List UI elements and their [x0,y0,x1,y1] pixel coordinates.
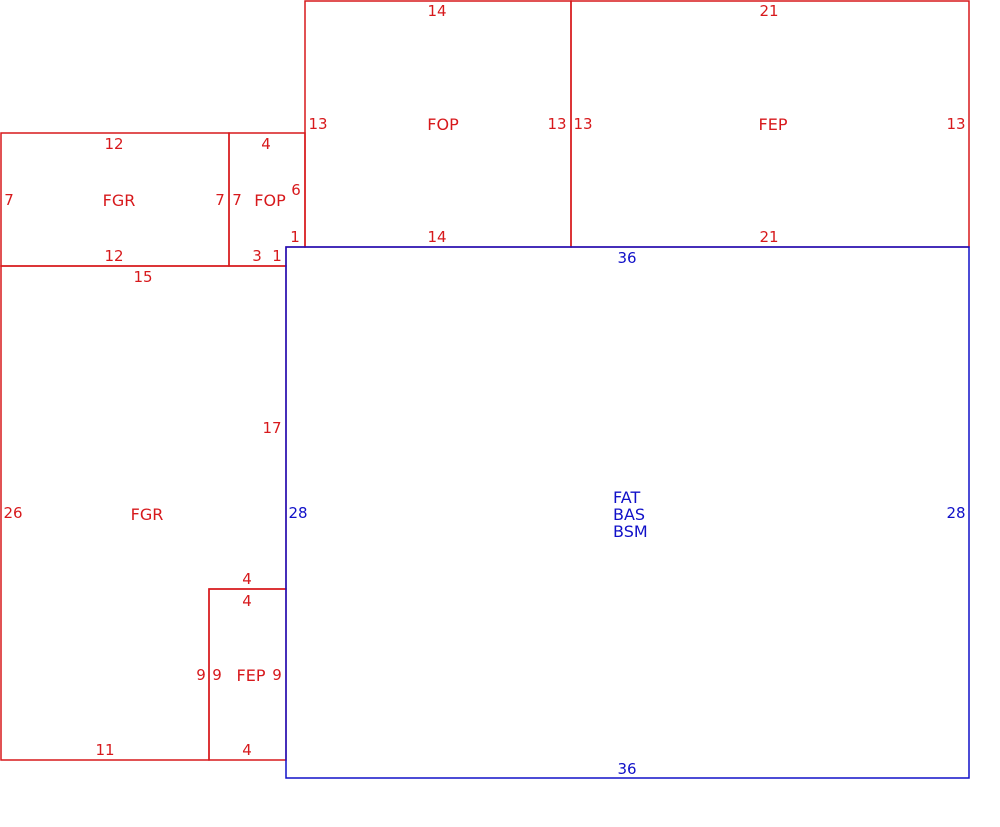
main-dim-bottom: 36 [617,760,636,778]
red-areas [0,0,970,761]
fop-top-dim-top: 14 [427,2,446,20]
fop-top-dim-right: 13 [547,115,566,133]
fop-small-dim-top: 4 [261,135,271,153]
fop-top-label: FOP [427,115,459,134]
fgr-small-label: FGR [103,191,136,210]
fop-small-label: FOP [254,191,286,210]
fep-small-dim-right: 9 [272,666,282,684]
fep-top-dim-right: 13 [946,115,965,133]
fep-top-dim-top: 21 [759,2,778,20]
fep-small-label: FEP [237,666,266,685]
fop-small-dim-bottom: 3 [252,247,262,265]
main-label-bas: BAS [613,505,645,524]
fop-top-dim-left: 13 [308,115,327,133]
fep-small-dim-left-outer: 9 [196,666,206,684]
main-dim-right: 28 [946,504,965,522]
fop-small-dim-notch-side: 1 [272,247,282,265]
fep-top-label: FEP [759,115,788,134]
fep-small-dim-bottom: 4 [242,741,252,759]
fop-small-dim-notch: 1 [290,228,300,246]
fgr-large-label: FGR [131,505,164,524]
main-dim-left: 28 [288,504,307,522]
fgr-large-dim-step: 4 [242,570,252,588]
fep-small-dim-top: 4 [242,592,252,610]
fgr-small-dim-left: 7 [4,191,14,209]
main-dim-top: 36 [617,249,636,267]
area-main[interactable] [285,246,970,779]
fgr-large-dim-top: 15 [133,268,152,286]
fgr-small-dim-top: 12 [104,135,123,153]
fep-small-dim-left: 9 [212,666,222,684]
fgr-large-dim-right: 17 [262,419,281,437]
main-label-fat: FAT [613,488,640,507]
fgr-small-dim-bottom: 12 [104,247,123,265]
fop-small-dim-right: 6 [291,181,301,199]
main-label-bsm: BSM [613,522,648,541]
fep-top-dim-bottom: 21 [759,228,778,246]
fgr-large-dim-left: 26 [3,504,22,522]
fop-small-dim-left: 7 [232,191,242,209]
fgr-small-dim-right: 7 [215,191,225,209]
fep-top-dim-left: 13 [573,115,592,133]
fop-top-dim-bottom: 14 [427,228,446,246]
fgr-large-dim-bottom: 11 [95,741,114,759]
